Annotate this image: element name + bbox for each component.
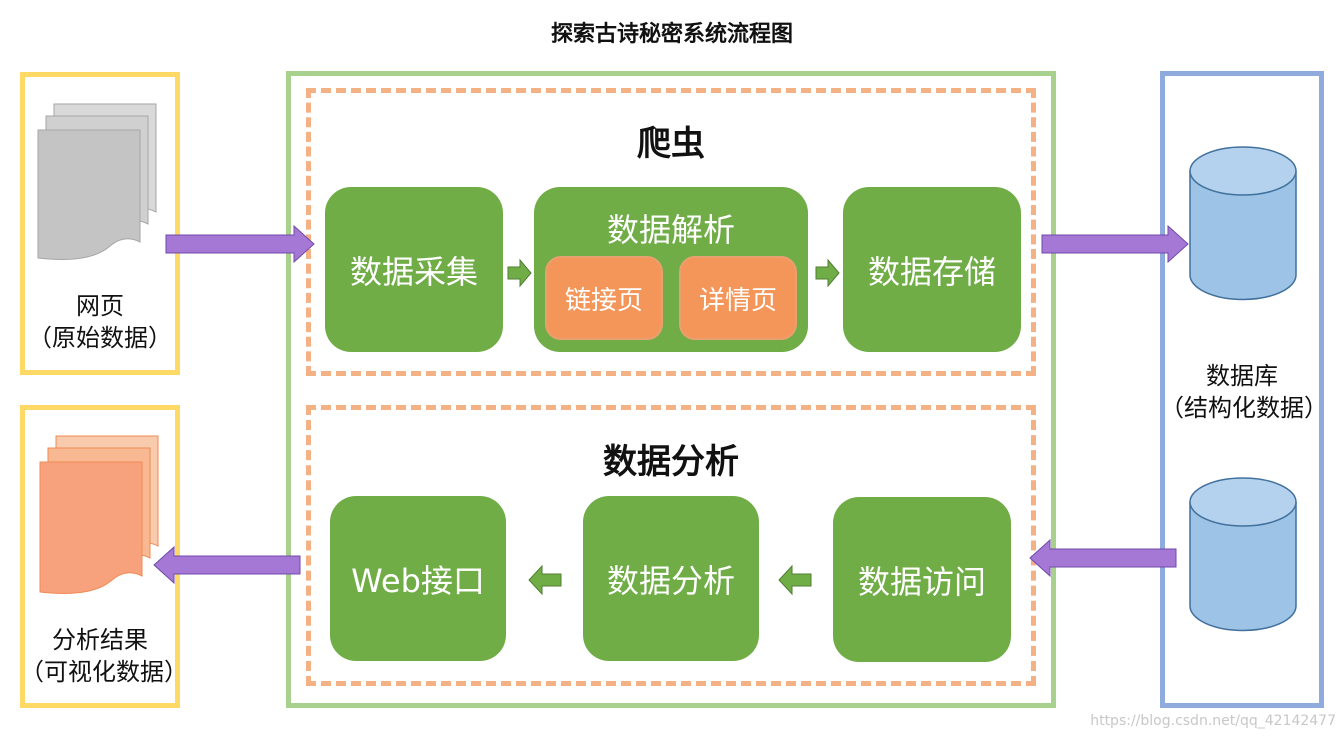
results-caption-line2: （可视化数据） — [20, 658, 188, 686]
database-frame — [1160, 71, 1324, 708]
source-pages-caption-line2: （原始数据） — [28, 324, 172, 352]
arrow-left-icon — [528, 564, 562, 596]
source-pages-frame — [20, 72, 180, 375]
document-stack-orange-icon — [39, 435, 159, 594]
flow-arrow-left-icon — [153, 545, 301, 585]
document-stack-gray-icon — [37, 103, 157, 260]
data-parsing-label: 数据解析 — [606, 211, 735, 249]
flow-arrow-right-icon — [165, 224, 315, 264]
arrow-right-icon — [507, 258, 532, 288]
link-page-box: 链接页 — [545, 256, 663, 340]
results-caption: 分析结果 （可视化数据） — [20, 624, 188, 688]
analysis-section-title: 数据分析 — [603, 442, 739, 482]
system-frame — [286, 71, 1056, 708]
flow-arrow-right-icon — [1041, 224, 1189, 264]
arrow-right-icon — [815, 258, 840, 288]
detail-page-box: 详情页 — [679, 256, 797, 340]
flow-arrow-left-icon — [1029, 538, 1177, 578]
data-storage-box: 数据存储 — [843, 187, 1021, 352]
crawler-section-title: 爬虫 — [637, 124, 705, 164]
source-pages-caption: 网页 （原始数据） — [20, 290, 180, 354]
arrow-left-icon — [778, 564, 812, 596]
web-api-box: Web接口 — [330, 496, 506, 661]
data-analysis-box: 数据分析 — [583, 496, 759, 661]
analysis-section — [306, 405, 1036, 686]
database-icon — [1189, 146, 1297, 301]
database-icon — [1189, 477, 1297, 632]
database-caption-line2: （结构化数据） — [1160, 394, 1328, 422]
source-pages-caption-line1: 网页 — [76, 292, 124, 320]
database-caption-line1: 数据库 — [1206, 362, 1278, 390]
data-collection-box: 数据采集 — [325, 187, 503, 352]
diagram-title: 探索古诗秘密系统流程图 — [550, 22, 793, 47]
data-access-box: 数据访问 — [833, 497, 1011, 662]
database-caption: 数据库 （结构化数据） — [1160, 360, 1328, 424]
watermark: https://blog.csdn.net/qq_42142477 — [1090, 713, 1336, 729]
results-caption-line1: 分析结果 — [52, 626, 148, 654]
crawler-section — [306, 88, 1036, 376]
